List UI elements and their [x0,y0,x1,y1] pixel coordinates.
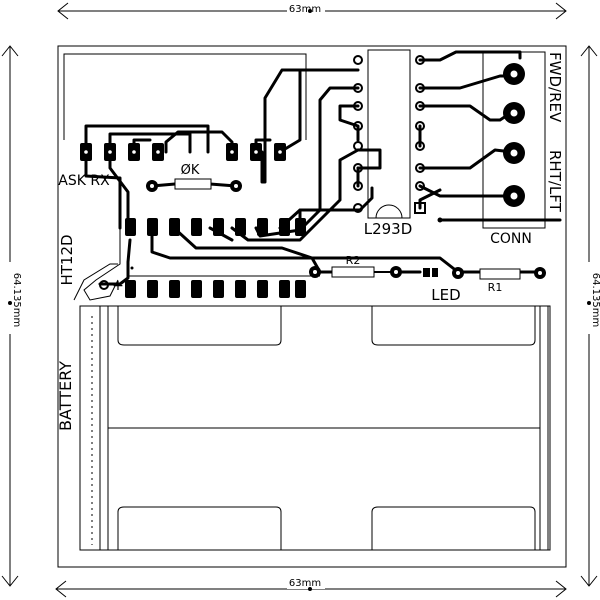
led-label: LED [431,286,460,304]
dimension-top-label: 63mm [289,4,321,15]
decoder-top-pads [125,218,306,236]
motor-connector: CONN FWD/REV RHT/LFT [482,51,564,247]
board-outline [57,45,567,568]
battery-label: BATTERY [56,361,75,431]
thin-traces [73,228,320,301]
l293d-right-pads [415,55,425,191]
r2-label: R2 [346,254,361,267]
resistor-0k: ØK [146,163,242,192]
copper-traces [84,50,562,286]
l293d-label: L293D [364,220,413,238]
l293d-driver: L293D [353,49,443,238]
dimension-left: 64.135mm [1,45,22,587]
resistor-0k-label: ØK [181,163,200,178]
resistor-r1: R1 [479,267,546,294]
dimension-bottom: 63mm [55,576,567,598]
battery-holder: BATTERY [56,305,551,551]
ask-rx-outline [63,53,307,140]
dimension-right: 64.135mm [580,45,600,587]
fwd-rev-label: FWD/REV [546,52,564,123]
plus-label: + [112,278,124,294]
decoder-via [99,280,109,290]
dimension-top: 63mm [57,2,567,20]
l293d-left-pads [353,55,363,213]
dimension-right-label: 64.135mm [590,273,600,327]
connector-pads [503,63,525,207]
ask-rx-label: ASK RX [58,173,110,189]
resistor-r2: R2 [309,254,402,278]
rx-pad-holes [84,150,282,154]
rht-lft-label: RHT/LFT [546,150,564,213]
r1-label: R1 [488,281,503,294]
ht12d-decoder: HT12D + [58,218,306,298]
conn-label: CONN [490,231,532,247]
dimension-left-label: 64.135mm [11,273,22,327]
ht12d-label: HT12D [58,234,76,285]
led: LED [423,267,464,304]
decoder-bottom-pads [125,280,306,298]
dimension-bottom-label: 63mm [289,578,321,589]
